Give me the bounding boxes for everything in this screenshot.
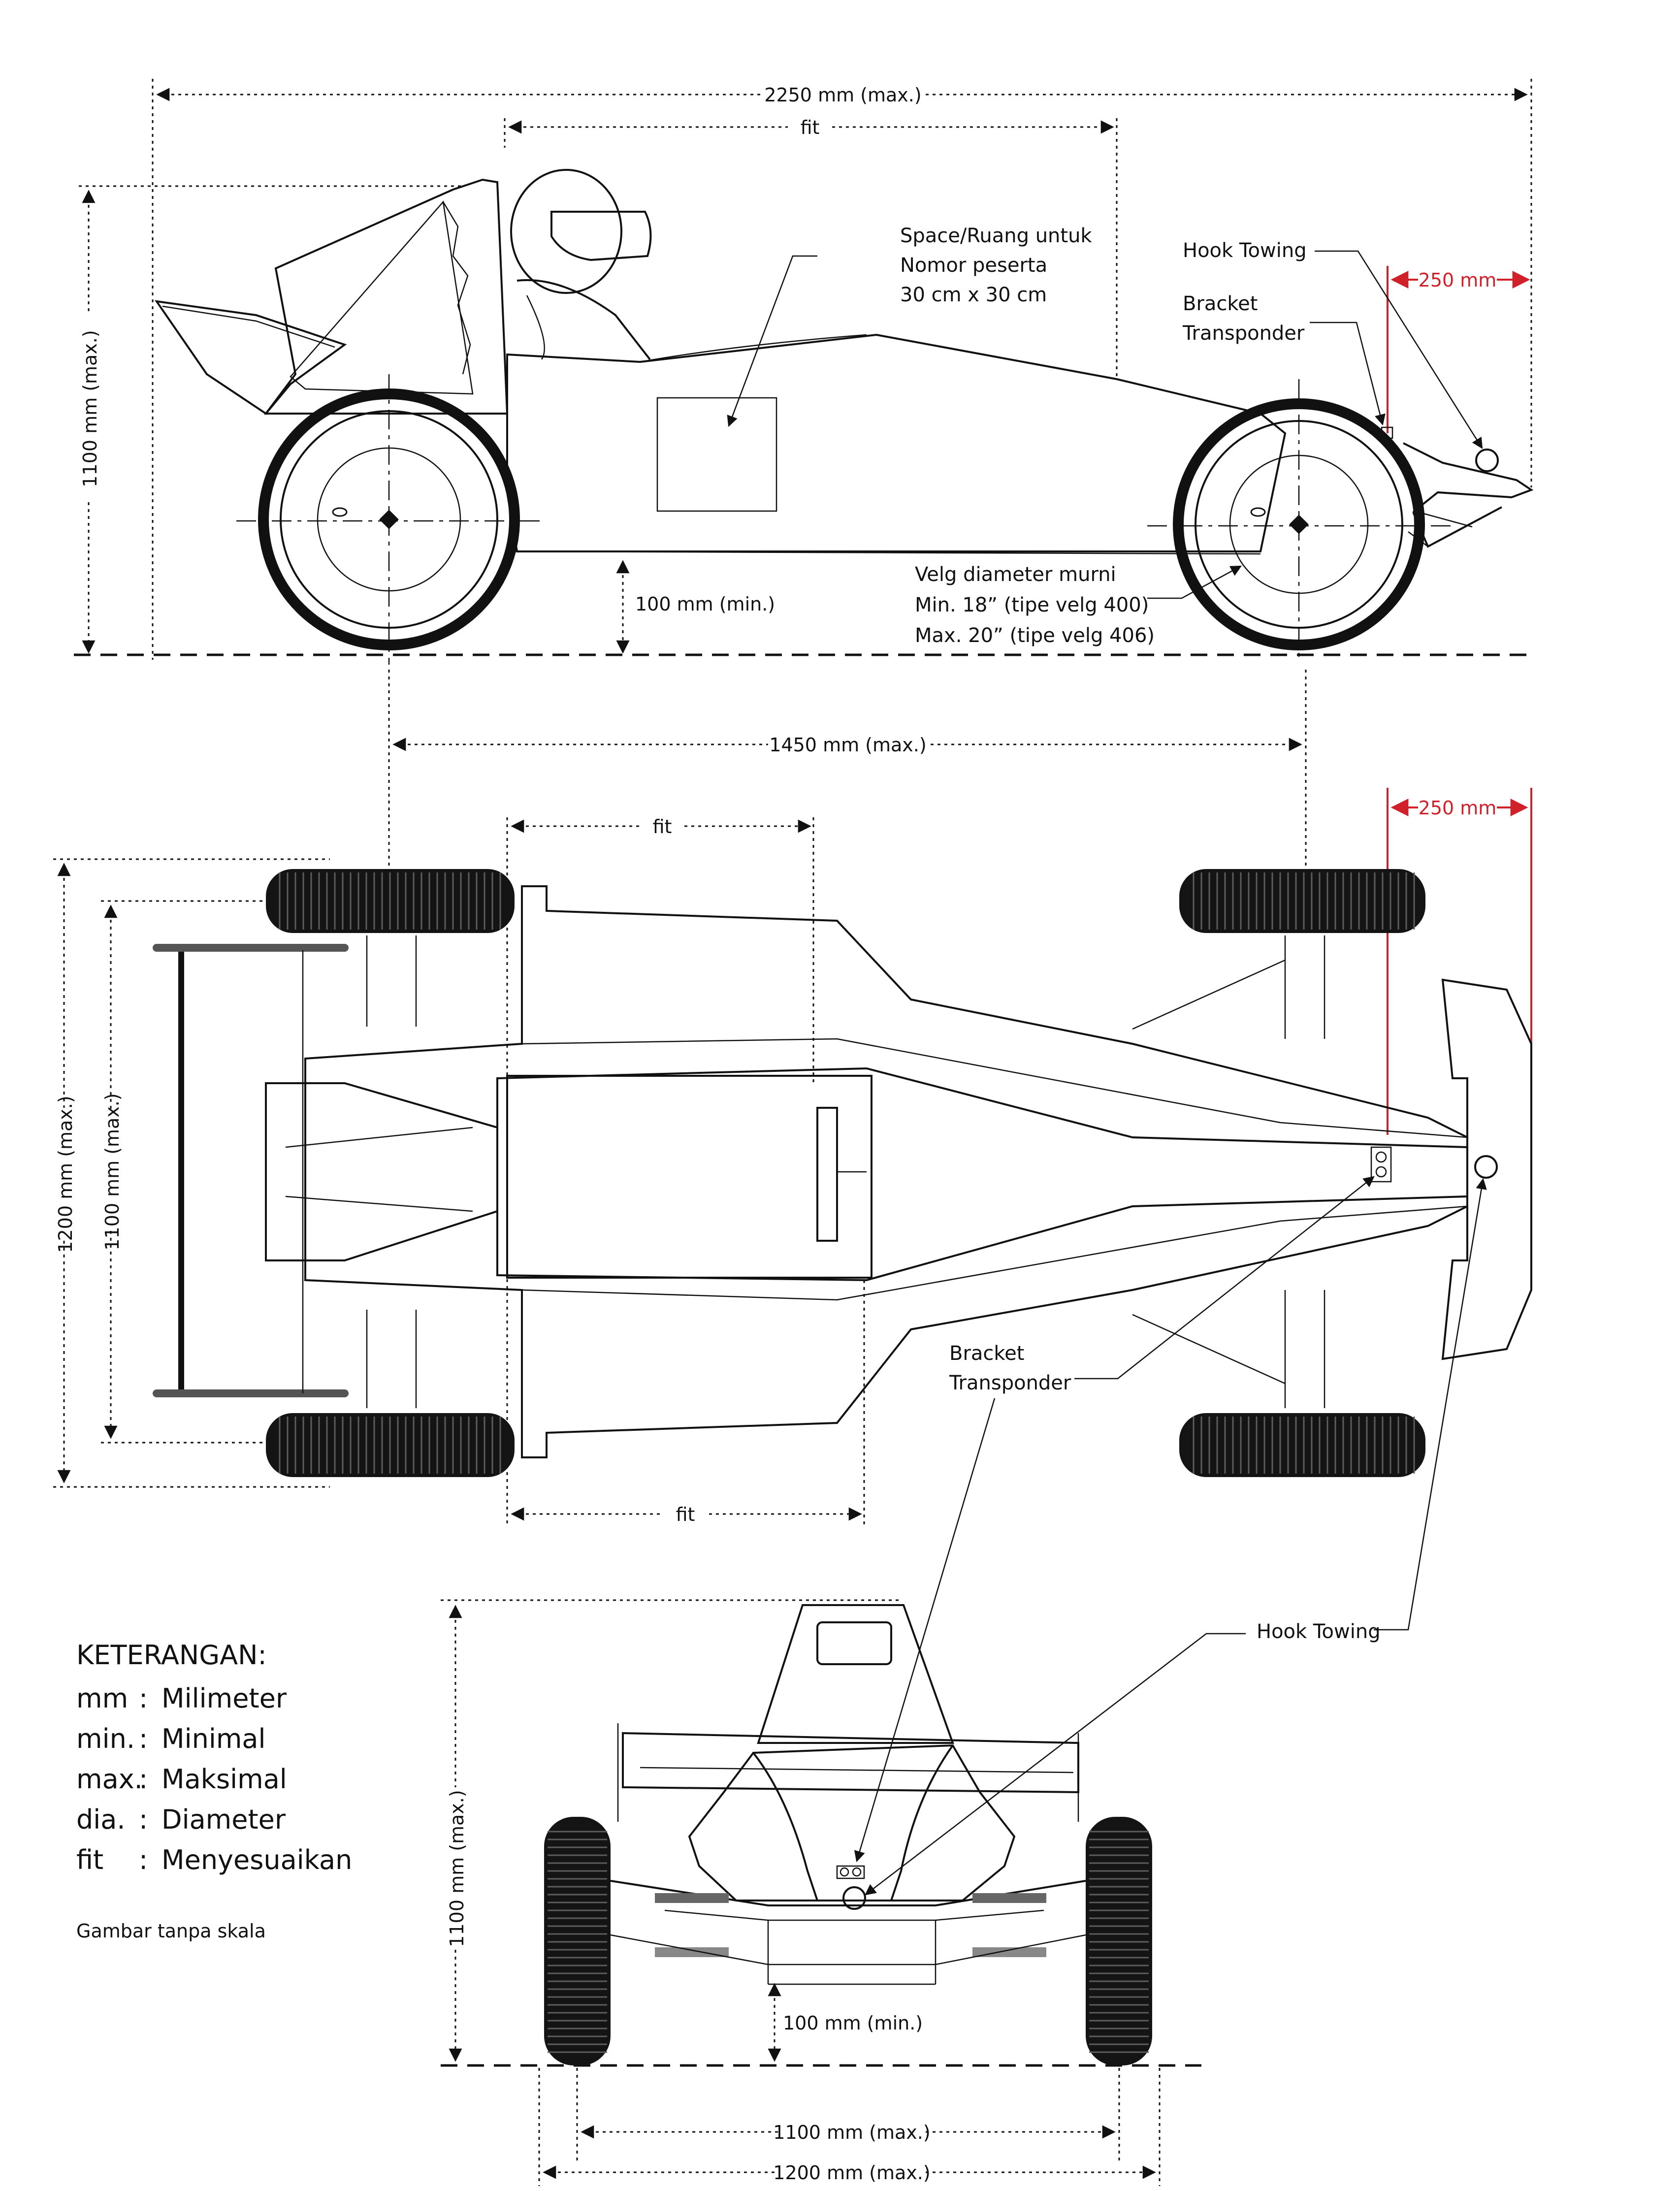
front-left-tire-top bbox=[1179, 869, 1425, 933]
front-right-tire-top bbox=[1179, 1413, 1425, 1477]
number-space-note-1: Space/Ruang untuk bbox=[900, 225, 1092, 247]
track-inner-label: 1100 mm (max.) bbox=[773, 2122, 930, 2143]
rear-overhang-label-side: 250 mm bbox=[1419, 269, 1497, 291]
legend-abbr-fit: fit bbox=[76, 1844, 103, 1875]
number-space-note-3: 30 cm x 30 cm bbox=[900, 284, 1047, 306]
svg-text::: : bbox=[139, 1804, 148, 1835]
legend-abbr-max: max. bbox=[76, 1764, 143, 1795]
number-space-note-2: Nomor peserta bbox=[900, 254, 1047, 277]
rim-note-2: Min. 18” (tipe velg 400) bbox=[915, 594, 1149, 616]
bracket-transponder-note-top-1: Bracket bbox=[949, 1342, 1024, 1365]
width-outer-label: 1200 mm (max.) bbox=[55, 1096, 76, 1253]
hook-towing-note-front: Hook Towing bbox=[1257, 1620, 1381, 1643]
legend-meaning-min: Minimal bbox=[162, 1723, 266, 1754]
left-tire-front bbox=[544, 1817, 611, 2065]
top-view: 1450 mm (max.) 250 mm fit fit 1200 mm (m… bbox=[53, 670, 1532, 1863]
legend-abbr-dia: dia. bbox=[76, 1804, 126, 1835]
hook-towing-note-side: Hook Towing bbox=[1183, 239, 1307, 262]
legend-abbr-min: min. bbox=[76, 1723, 135, 1754]
legend-meaning-max: Maksimal bbox=[162, 1764, 287, 1795]
rim-note-1: Velg diameter murni bbox=[915, 563, 1116, 586]
bracket-transponder-note-top-2: Transponder bbox=[949, 1372, 1071, 1394]
front-wheel-side bbox=[1147, 379, 1453, 660]
fit-bottom-label: fit bbox=[676, 1504, 695, 1525]
svg-text::: : bbox=[139, 1844, 148, 1875]
svg-text::: : bbox=[139, 1683, 148, 1714]
legend-meaning-dia: Diameter bbox=[162, 1804, 286, 1835]
svg-text::: : bbox=[139, 1723, 148, 1754]
svg-text::: : bbox=[139, 1764, 148, 1795]
rim-note-3: Max. 20” (tipe velg 406) bbox=[915, 624, 1155, 647]
legend-meaning-fit: Menyesuaikan bbox=[162, 1844, 352, 1875]
ground-clearance-label-side: 100 mm (min.) bbox=[635, 593, 775, 615]
wheelbase-label: 1450 mm (max.) bbox=[769, 734, 926, 756]
number-space-box bbox=[656, 397, 777, 512]
width-inner-label: 1100 mm (max.) bbox=[101, 1093, 123, 1250]
legend-meaning-mm: Milimeter bbox=[162, 1683, 287, 1714]
rear-overhang-label-top: 250 mm bbox=[1419, 797, 1497, 819]
legend-footnote: Gambar tanpa skala bbox=[76, 1920, 266, 1942]
height-label-front: 1100 mm (max.) bbox=[446, 1790, 468, 1947]
bracket-transponder-note-side-2: Transponder bbox=[1182, 322, 1305, 345]
legend-abbr-mm: mm bbox=[76, 1683, 128, 1714]
ground-clearance-label-front: 100 mm (min.) bbox=[783, 2012, 923, 2034]
fit-label-side: fit bbox=[801, 117, 820, 138]
rear-wheel-side bbox=[236, 374, 542, 665]
fit-top-label: fit bbox=[653, 816, 672, 838]
bracket-transponder-note-side-1: Bracket bbox=[1183, 292, 1258, 315]
rear-right-tire-top bbox=[266, 1413, 515, 1477]
track-outer-label: 1200 mm (max.) bbox=[773, 2162, 930, 2184]
legend-title: KETERANGAN: bbox=[76, 1640, 267, 1671]
legend: KETERANGAN: mm : Milimeter min. : Minima… bbox=[76, 1640, 352, 1942]
right-tire-front bbox=[1086, 1817, 1152, 2065]
front-view: 1100 mm (max.) bbox=[441, 1599, 1381, 2186]
overall-length-label: 2250 mm (max.) bbox=[764, 84, 921, 106]
height-label-side: 1100 mm (max.) bbox=[79, 330, 101, 487]
side-view: 2250 mm (max.) fit 1100 mm (max.) 250 mm bbox=[74, 79, 1536, 665]
rear-left-tire-top bbox=[266, 869, 515, 933]
